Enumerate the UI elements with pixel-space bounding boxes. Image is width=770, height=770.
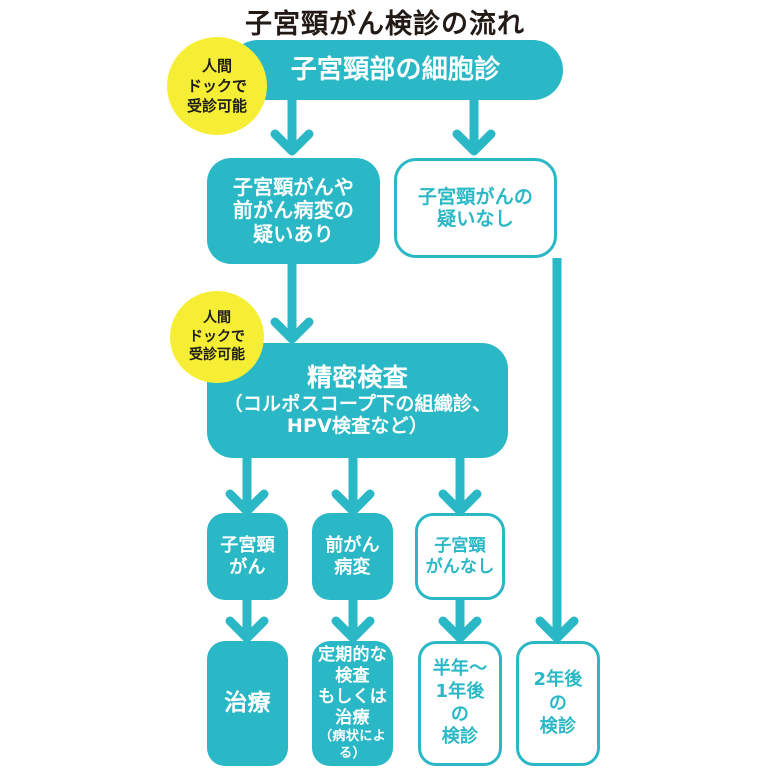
node-suspected-line2: 前がん病変の bbox=[232, 198, 355, 223]
node-not-suspected-line1: 子宮頸がんの bbox=[417, 185, 534, 208]
connector-suspected-to-detailed-exam bbox=[275, 264, 309, 339]
node-followup-1y[interactable]: 半年〜 1年後 の 検診 bbox=[418, 641, 502, 766]
node-periodic-line3: もしくは bbox=[318, 687, 387, 708]
node-suspected-line3: 疑いあり bbox=[253, 221, 334, 246]
badge-top-line2: ドックで bbox=[186, 76, 247, 95]
node-followup-2y[interactable]: 2年後 の 検診 bbox=[516, 641, 600, 766]
node-treatment[interactable]: 治療 bbox=[207, 641, 288, 766]
node-not-suspected[interactable]: 子宮頸がんの 疑いなし bbox=[394, 158, 557, 258]
node-no-cancer-line2: がんなし bbox=[425, 556, 495, 577]
node-followup-1y-line4: 検診 bbox=[441, 726, 479, 748]
node-followup-1y-line1: 半年〜 bbox=[432, 658, 488, 680]
connector-no-cancer-to-followup-1y bbox=[443, 600, 477, 638]
node-followup-2y-line3: 検診 bbox=[539, 716, 577, 738]
node-detailed-exam-line2: （コルポスコープ下の組織診、 bbox=[223, 392, 492, 415]
badge-mid-line1: 人間 bbox=[203, 309, 231, 326]
node-periodic[interactable]: 定期的な 検査 もしくは 治療 （病状による） bbox=[312, 641, 393, 766]
node-followup-2y-line1: 2年後 bbox=[533, 669, 583, 691]
node-suspected-line1: 子宮頸がんや bbox=[232, 174, 355, 199]
node-cancer-line1: 子宮頸 bbox=[220, 535, 275, 557]
node-no-cancer[interactable]: 子宮頸 がんなし bbox=[415, 513, 505, 600]
badge-top-line3: 受診可能 bbox=[186, 97, 247, 116]
node-periodic-line4: 治療 bbox=[335, 708, 370, 729]
connector-detailed-exam-to-precancer bbox=[336, 458, 370, 511]
node-periodic-line2: 検査 bbox=[335, 665, 370, 686]
badge-checkup-available-top: 人間 ドックで 受診可能 bbox=[167, 37, 267, 135]
node-treatment-label: 治療 bbox=[224, 689, 271, 716]
node-cancer-line2: がん bbox=[229, 556, 266, 578]
node-followup-2y-line2: の bbox=[548, 692, 568, 714]
node-detailed-exam[interactable]: 精密検査 （コルポスコープ下の組織診、 HPV検査など） bbox=[207, 343, 508, 458]
node-detailed-exam-line1: 精密検査 bbox=[307, 363, 408, 393]
connector-detailed-exam-to-cancer bbox=[230, 458, 264, 511]
connector-not-suspected-to-followup-2y bbox=[540, 258, 574, 638]
badge-mid-line3: 受診可能 bbox=[189, 347, 245, 364]
connector-cancer-to-treatment bbox=[230, 600, 264, 638]
badge-mid-line2: ドックで bbox=[189, 328, 245, 345]
connector-screening-to-suspected bbox=[275, 100, 309, 151]
node-followup-1y-line2: 1年後 bbox=[435, 680, 485, 702]
node-no-cancer-line1: 子宮頸 bbox=[434, 536, 486, 557]
node-periodic-line5: （病状による） bbox=[318, 729, 387, 761]
node-not-suspected-line2: 疑いなし bbox=[437, 208, 514, 230]
badge-checkup-available-mid: 人間 ドックで 受診可能 bbox=[170, 291, 264, 383]
node-suspected[interactable]: 子宮頸がんや 前がん病変の 疑いあり bbox=[207, 158, 380, 264]
node-precancer-line1: 前がん bbox=[325, 535, 380, 557]
node-followup-1y-line3: の bbox=[450, 703, 470, 725]
badge-top-line1: 人間 bbox=[201, 56, 232, 75]
node-detailed-exam-line3: HPV検査など） bbox=[286, 415, 429, 438]
node-precancer[interactable]: 前がん 病変 bbox=[312, 513, 393, 600]
connector-precancer-to-periodic bbox=[336, 600, 370, 638]
node-precancer-line2: 病変 bbox=[334, 556, 371, 578]
connector-screening-to-not-suspected bbox=[457, 100, 491, 151]
page-title: 子宮頸がん検診の流れ bbox=[245, 9, 525, 40]
node-screening[interactable]: 子宮頸部の細胞診 bbox=[228, 40, 563, 100]
node-screening-label: 子宮頸部の細胞診 bbox=[290, 54, 501, 85]
connector-detailed-exam-to-no-cancer bbox=[443, 458, 477, 511]
node-cancer[interactable]: 子宮頸 がん bbox=[207, 513, 288, 600]
node-periodic-line1: 定期的な bbox=[318, 644, 387, 665]
